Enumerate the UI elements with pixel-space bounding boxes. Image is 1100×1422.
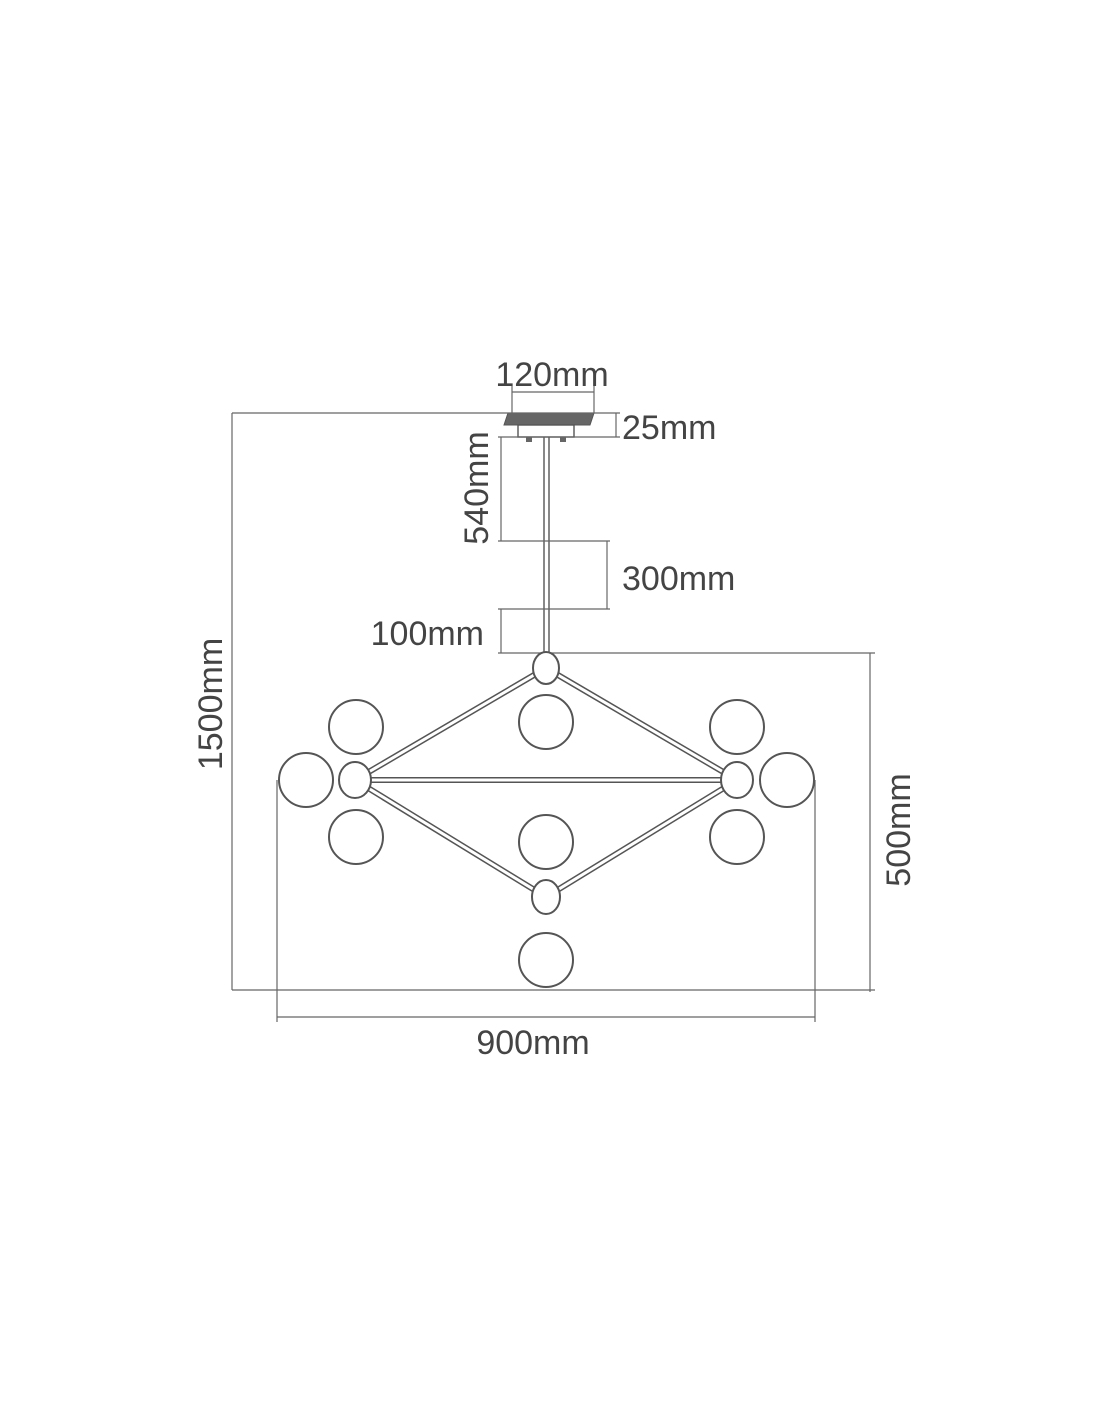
globe — [709, 809, 765, 865]
suspension-rod — [543, 437, 550, 655]
globe — [518, 814, 574, 870]
globe — [709, 699, 765, 755]
rod-540-label: 540mm — [458, 431, 496, 544]
globe — [518, 694, 574, 750]
rod-100-label: 100mm — [371, 615, 484, 653]
total-height-label: 1500mm — [192, 638, 230, 770]
ceiling-canopy — [503, 412, 595, 442]
globe — [328, 699, 384, 755]
chandelier-arms — [353, 665, 739, 900]
globes — [278, 694, 815, 988]
body-height-label: 500mm — [880, 773, 918, 886]
globe — [759, 752, 815, 808]
canopy-height-label: 25mm — [622, 409, 716, 447]
rod-300-label: 300mm — [622, 560, 735, 598]
dimension-lines — [231, 386, 875, 1022]
globe — [518, 932, 574, 988]
canopy-width-label: 120mm — [495, 356, 608, 394]
globe — [278, 752, 334, 808]
hubs — [338, 651, 754, 915]
body-width-label: 900mm — [476, 1024, 589, 1062]
globe — [328, 809, 384, 865]
